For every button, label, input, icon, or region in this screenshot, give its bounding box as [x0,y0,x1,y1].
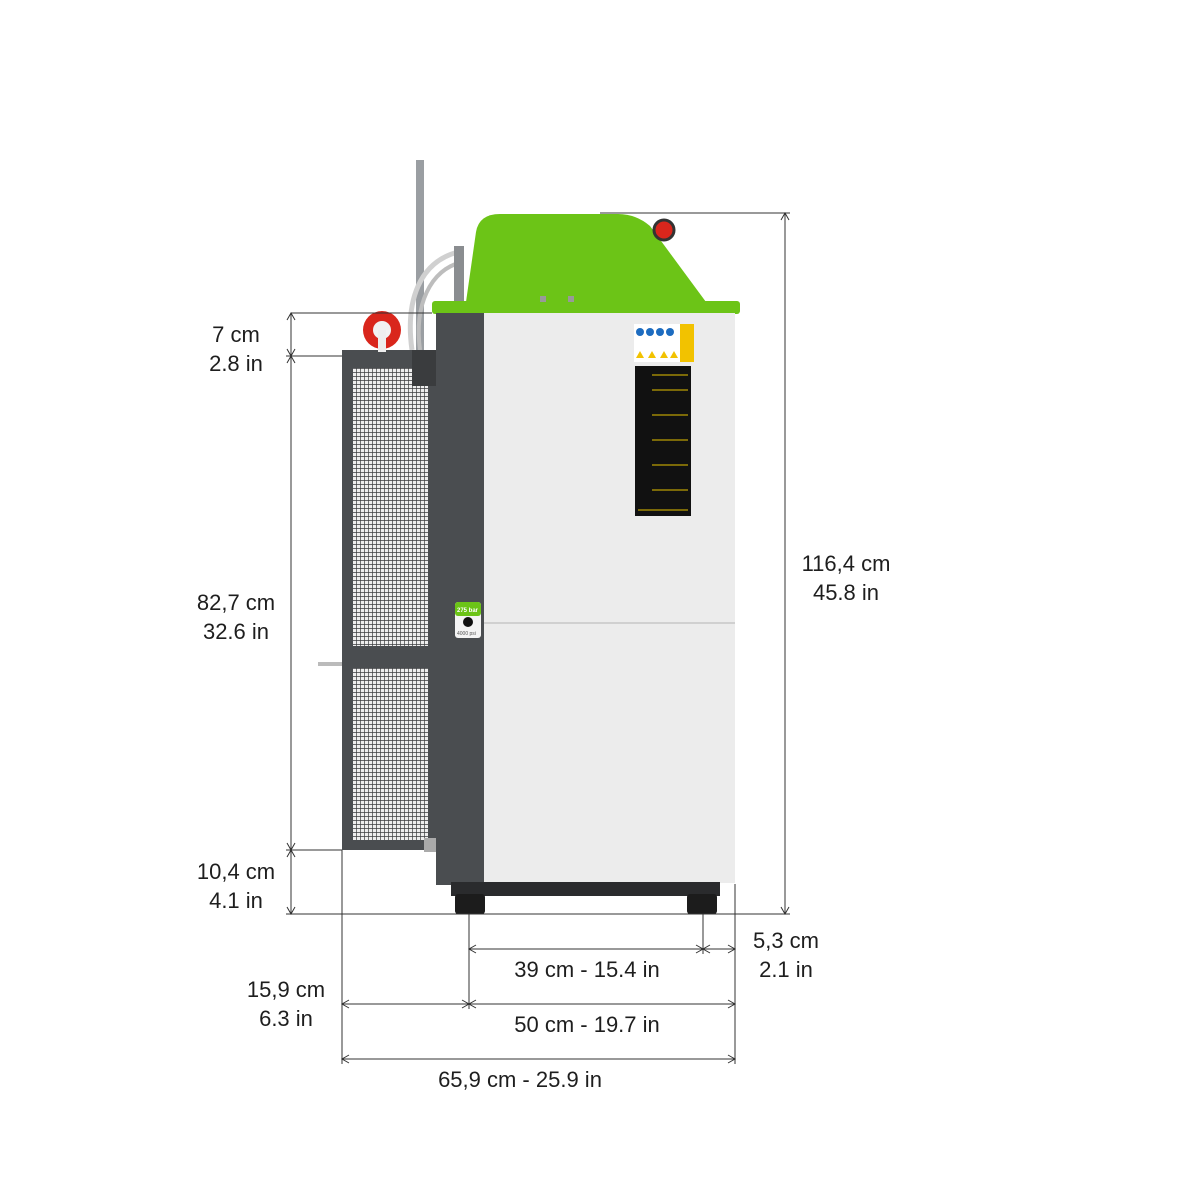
green-hood [466,214,706,302]
hose [416,260,463,351]
green-top-flange [432,301,740,314]
foot-left [455,894,485,914]
base [451,882,720,896]
hose [407,249,459,351]
lance-pole [416,160,424,380]
body-side-frame [436,313,484,885]
emergency-stop-icon [652,218,676,242]
body-front-panel [484,313,735,883]
dimension-foot-span: 39 cm - 15.4 in [514,957,660,982]
foot-right [687,894,717,914]
instruction-label [635,366,691,516]
upper-grille [353,368,428,646]
gauge-badge-top: 275 bar [457,608,479,614]
lower-grille [353,668,428,840]
dimension-total-depth: 65,9 cm - 25.9 in [438,1067,602,1092]
dimension-body-depth: 50 cm - 19.7 in [514,1012,660,1037]
gauge-badge-bottom: 4000 psi [457,631,476,637]
dimension-lines [286,212,790,1064]
